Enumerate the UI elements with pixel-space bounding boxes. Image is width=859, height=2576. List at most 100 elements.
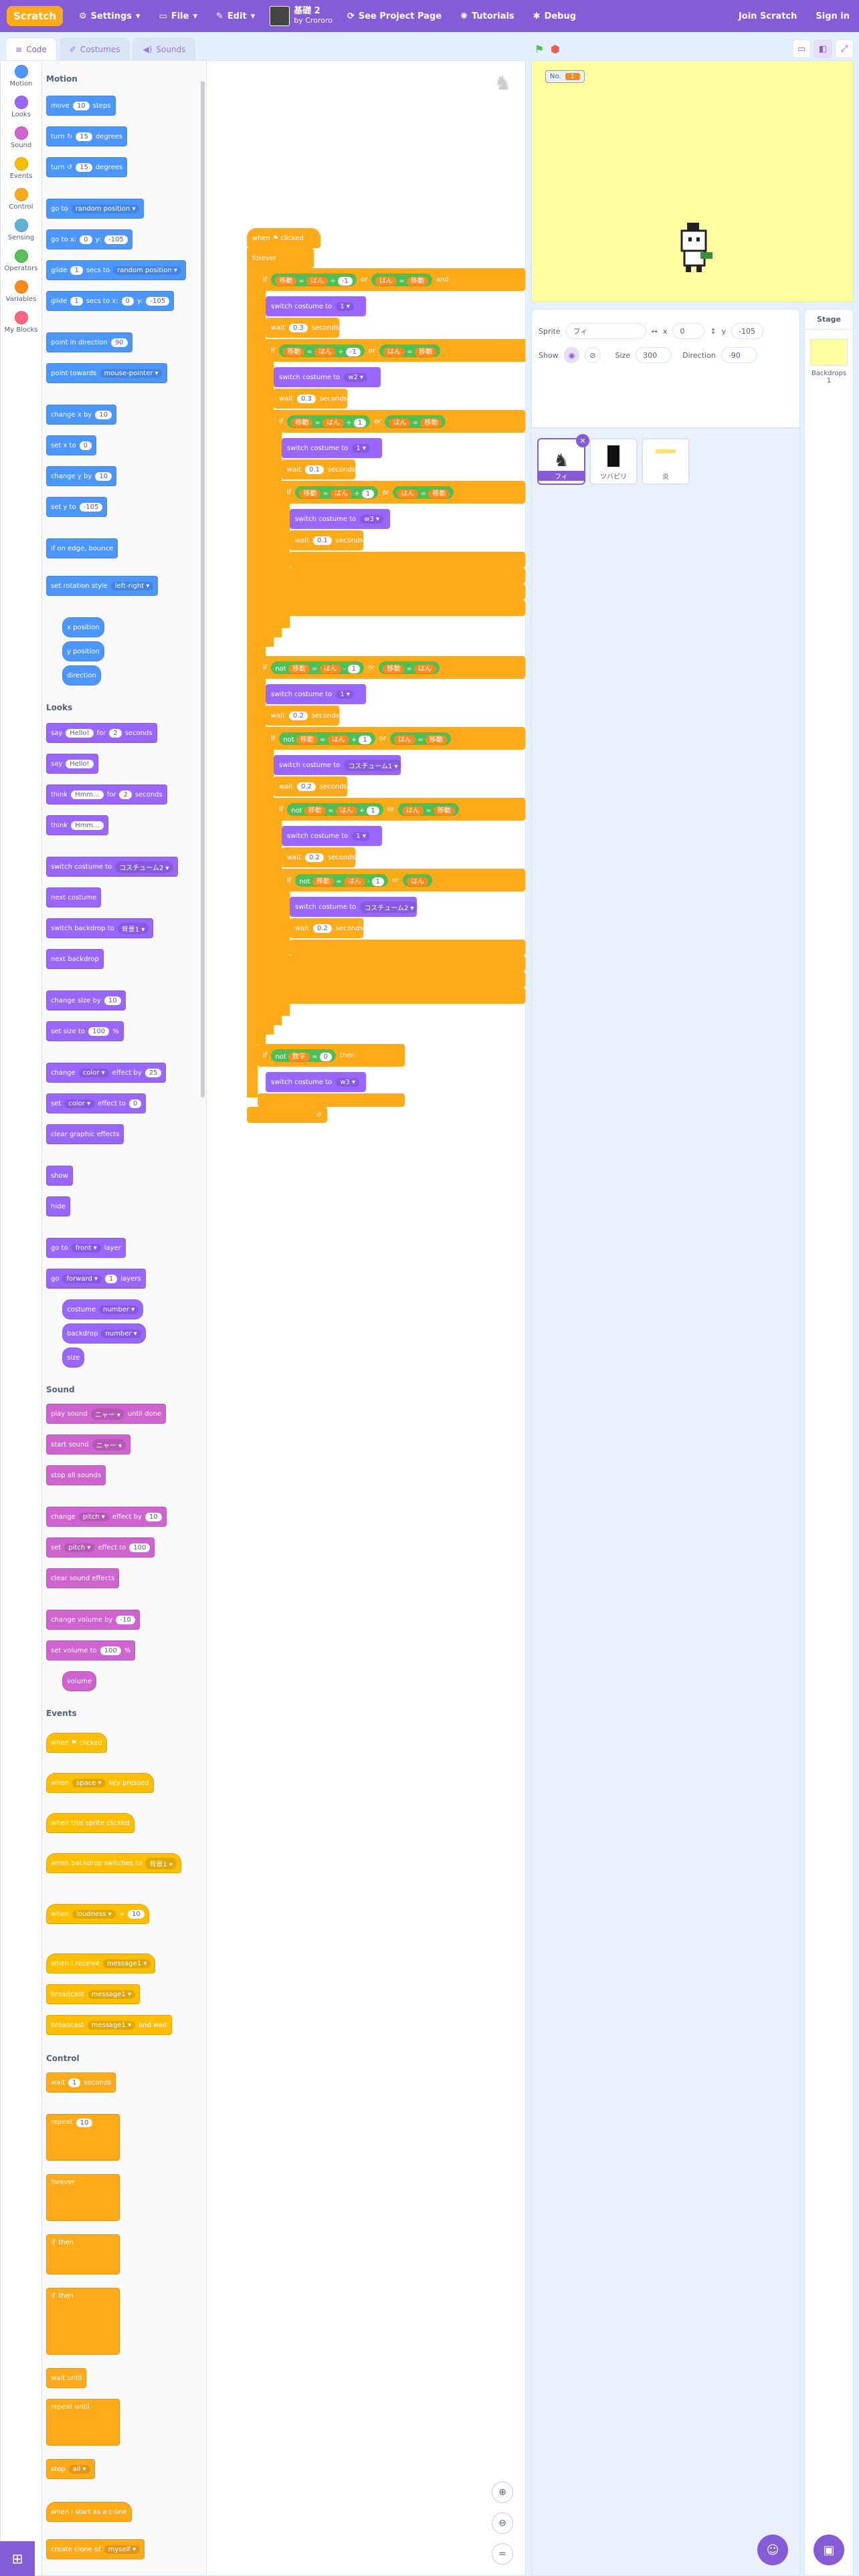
category-my-blocks[interactable]: My Blocks <box>1 307 41 338</box>
category-looks[interactable]: Looks <box>1 92 41 122</box>
next-backdrop-block[interactable]: next backdrop <box>46 949 104 969</box>
variable-monitor[interactable]: No.1 <box>545 70 585 83</box>
add-sprite-button[interactable]: ☺ <box>757 2535 788 2565</box>
clear-graphic-effects-block[interactable]: clear graphic effects <box>46 1124 124 1144</box>
project-thumbnail[interactable] <box>270 6 290 26</box>
x-input[interactable]: 0 <box>672 323 705 339</box>
category-motion[interactable]: Motion <box>1 61 41 92</box>
settings-menu[interactable]: ⚙Settings▾ <box>78 11 140 21</box>
category-control[interactable]: Control <box>1 184 41 215</box>
sprite-on-stage[interactable] <box>675 221 715 275</box>
repeat-until-block[interactable]: repeat until <box>46 2399 120 2446</box>
stop-sounds-block[interactable]: stop all sounds <box>46 1465 106 1485</box>
zoom-reset-icon[interactable]: = <box>492 2543 513 2565</box>
wait-until-block[interactable]: wait until <box>46 2368 87 2388</box>
sprite-tile[interactable]: ツバピリ <box>589 438 638 485</box>
clear-sound-effects-block[interactable]: clear sound effects <box>46 1568 120 1588</box>
stage-canvas[interactable]: No.1 <box>531 60 854 302</box>
forever-block[interactable]: forever <box>46 2174 120 2221</box>
zoom-in-icon[interactable]: ⊕ <box>492 2482 513 2503</box>
fullscreen-icon[interactable]: ⤢ <box>835 39 854 58</box>
debug-button[interactable]: ✱Debug <box>533 11 577 21</box>
palette-scrollbar[interactable] <box>201 81 205 1097</box>
trash-icon[interactable]: ✕ <box>576 434 589 447</box>
y-input[interactable]: -105 <box>731 323 764 339</box>
hide-block[interactable]: hide <box>46 1196 70 1216</box>
tab-costumes[interactable]: ✐Costumes <box>59 37 130 60</box>
when-sprite-clicked-hat[interactable]: when this sprite clicked <box>46 1813 134 1833</box>
category-sensing[interactable]: Sensing <box>1 215 41 245</box>
join-button[interactable]: Join Scratch <box>738 11 797 21</box>
show-block[interactable]: show <box>46 1166 73 1186</box>
signin-button[interactable]: Sign in <box>816 11 850 21</box>
set-y-block[interactable]: set y to-105 <box>46 497 108 517</box>
sprite-name-input[interactable]: フィ <box>565 323 646 339</box>
tutorials-button[interactable]: ✺Tutorials <box>460 11 514 21</box>
green-flag-icon[interactable]: ⚑ <box>534 42 545 56</box>
sprite-tile[interactable]: ♞ フィ ✕ <box>537 434 589 485</box>
direction-reporter[interactable]: direction <box>62 665 101 685</box>
add-backdrop-button[interactable]: ▣ <box>814 2535 844 2565</box>
next-costume-block[interactable]: next costume <box>46 887 102 907</box>
size-reporter[interactable]: size <box>62 1348 85 1368</box>
scratch-logo[interactable]: Scratch <box>7 6 63 26</box>
category-operators[interactable]: Operators <box>1 245 41 276</box>
category-events[interactable]: Events <box>1 153 41 184</box>
sprite-tile[interactable]: 炎 <box>642 438 690 485</box>
stage-selector[interactable]: Stage Backdrops 1 <box>804 309 854 2576</box>
category-sound[interactable]: Sound <box>1 122 41 153</box>
when-clone-hat[interactable]: when I start as a clone <box>46 2502 132 2522</box>
see-project-button[interactable]: ⟳See Project Page <box>347 11 442 21</box>
file-menu[interactable]: ▭File▾ <box>159 11 197 21</box>
